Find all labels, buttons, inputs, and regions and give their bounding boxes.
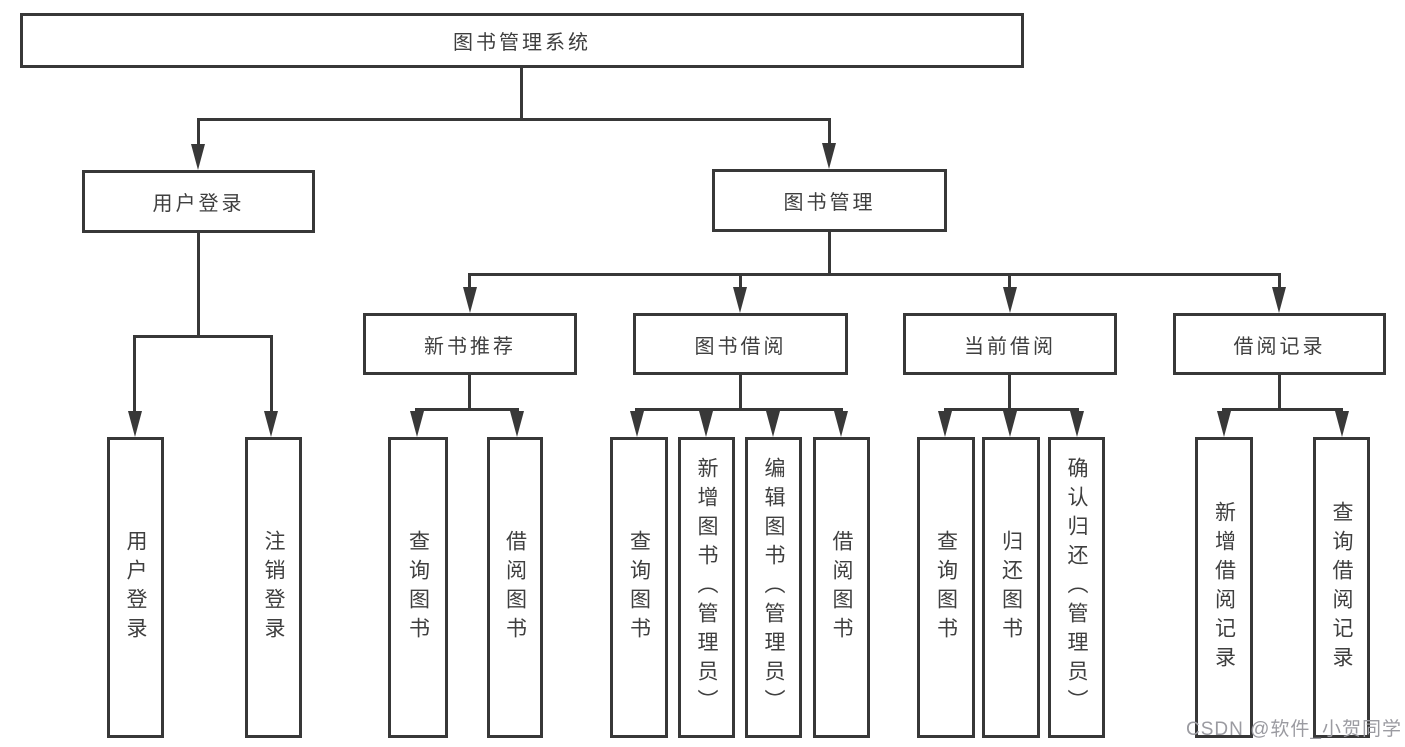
node-user-login-label: 用户登录 <box>152 193 245 215</box>
arrowhead-login-leaf <box>128 411 142 437</box>
connector-borrow-records-hbar <box>1222 408 1343 411</box>
arrowhead-book-borrow <box>733 287 747 313</box>
node-confirm-return-admin-label: 确认归还（管理员） <box>1065 457 1088 718</box>
node-new-book-recommend-label: 新书推荐 <box>424 335 516 358</box>
arrowhead-new-book <box>463 287 477 313</box>
node-book-management: 图书管理 <box>712 169 947 232</box>
connector-book-mgmt-hbar <box>468 273 1281 276</box>
connector-current-borrow-drop <box>1008 273 1011 291</box>
node-edit-book-admin-label: 编辑图书（管理员） <box>762 457 785 718</box>
node-logout-leaf: 注销登录 <box>245 437 302 738</box>
connector-book-borrow-stub <box>739 375 742 408</box>
connector-borrow-records-stub <box>1278 375 1281 408</box>
node-borrowing-borrow-books: 借阅图书 <box>813 437 870 738</box>
arrowhead-user-login <box>191 144 205 170</box>
arrowhead-bb-query <box>630 411 644 437</box>
node-library-system: 图书管理系统 <box>20 13 1024 68</box>
arrowhead-cb-confirm <box>1070 411 1084 437</box>
connector-user-login-hbar <box>133 335 273 338</box>
node-current-query-books-label: 查询图书 <box>934 529 958 646</box>
watermark: CSDN @软件_小贺同学 <box>1186 719 1402 740</box>
node-borrowing-query-books: 查询图书 <box>610 437 668 738</box>
arrowhead-bb-add <box>699 411 713 437</box>
arrowhead-borrow-records <box>1272 287 1286 313</box>
node-add-borrow-record: 新增借阅记录 <box>1195 437 1253 738</box>
node-current-borrowing: 当前借阅 <box>903 313 1117 375</box>
node-book-borrowing: 图书借阅 <box>633 313 848 375</box>
connector-book-mgmt-stub <box>828 232 831 273</box>
node-add-book-admin-label: 新增图书（管理员） <box>695 457 718 718</box>
arrowhead-nb-borrow <box>510 411 524 437</box>
connector-book-borrow-hbar <box>635 408 843 411</box>
connector-current-borrow-stub <box>1008 375 1011 408</box>
node-recommend-borrow-books: 借阅图书 <box>487 437 543 738</box>
arrowhead-bb-edit <box>766 411 780 437</box>
node-query-borrow-record-label: 查询借阅记录 <box>1330 500 1353 675</box>
connector-borrow-records-drop <box>1278 273 1281 291</box>
node-return-books-label: 归还图书 <box>999 529 1023 646</box>
node-return-books: 归还图书 <box>982 437 1040 738</box>
node-library-system-label: 图书管理系统 <box>453 32 591 54</box>
node-confirm-return-admin: 确认归还（管理员） <box>1048 437 1105 738</box>
node-recommend-borrow-books-label: 借阅图书 <box>503 529 527 646</box>
node-book-borrowing-label: 图书借阅 <box>694 335 787 358</box>
arrowhead-br-query <box>1335 411 1349 437</box>
connector-root-hbar <box>197 118 831 121</box>
node-borrowing-records: 借阅记录 <box>1173 313 1386 375</box>
node-borrowing-query-books-label: 查询图书 <box>627 529 651 646</box>
connector-new-book-hbar <box>415 408 519 411</box>
node-current-query-books: 查询图书 <box>917 437 975 738</box>
node-book-management-label: 图书管理 <box>783 192 876 214</box>
node-logout-leaf-label: 注销登录 <box>262 529 285 646</box>
arrowhead-cb-query <box>938 411 952 437</box>
node-add-borrow-record-label: 新增借阅记录 <box>1212 500 1236 675</box>
arrowhead-br-add <box>1217 411 1231 437</box>
connector-root-stub <box>520 66 523 118</box>
arrowhead-bb-borrow <box>834 411 848 437</box>
connector-logout-leaf-drop <box>270 335 273 413</box>
connector-book-mgmt-drop <box>828 118 831 148</box>
node-edit-book-admin: 编辑图书（管理员） <box>745 437 802 738</box>
node-current-borrowing-label: 当前借阅 <box>964 335 1056 358</box>
node-add-book-admin: 新增图书（管理员） <box>678 437 735 738</box>
connector-login-leaf-drop <box>133 335 136 413</box>
node-query-borrow-record: 查询借阅记录 <box>1313 437 1370 738</box>
node-borrowing-records-label: 借阅记录 <box>1233 335 1326 358</box>
arrowhead-nb-query <box>410 411 424 437</box>
node-new-book-recommend: 新书推荐 <box>363 313 577 375</box>
connector-new-book-stub <box>468 375 471 408</box>
arrowhead-logout-leaf <box>264 411 278 437</box>
node-recommend-query-books: 查询图书 <box>388 437 448 738</box>
node-borrowing-borrow-books-label: 借阅图书 <box>830 529 853 646</box>
connector-book-borrow-drop <box>739 273 742 291</box>
arrowhead-book-mgmt <box>822 143 836 169</box>
arrowhead-current-borrow <box>1003 287 1017 313</box>
connector-user-login-stub <box>197 233 200 335</box>
connector-new-book-drop <box>468 273 471 291</box>
node-user-login-leaf: 用户登录 <box>107 437 164 738</box>
node-user-login-leaf-label: 用户登录 <box>124 529 147 646</box>
connector-user-login-drop <box>197 118 200 148</box>
node-recommend-query-books-label: 查询图书 <box>406 529 430 646</box>
connector-current-borrow-hbar <box>944 408 1079 411</box>
arrowhead-cb-return <box>1003 411 1017 437</box>
node-user-login: 用户登录 <box>82 170 315 233</box>
